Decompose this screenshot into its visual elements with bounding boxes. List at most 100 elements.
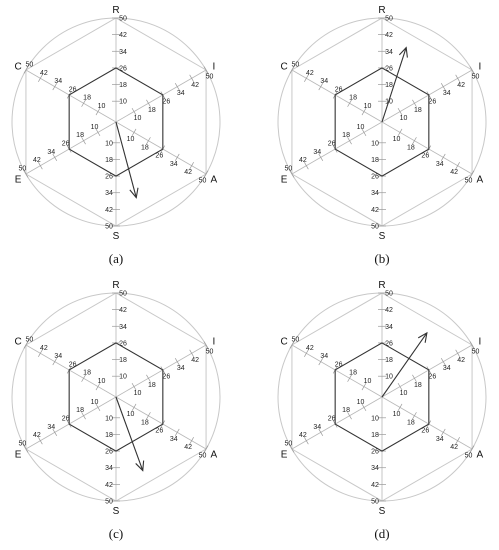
axis-tick-mark: [455, 74, 460, 82]
tick-label: 18: [141, 419, 149, 426]
tick-label: 26: [385, 340, 393, 347]
tick-label: 26: [335, 361, 343, 368]
tick-label: 26: [155, 428, 163, 435]
tick-label: 18: [141, 144, 149, 151]
axis-tick-mark: [203, 170, 209, 178]
tick-label: 42: [33, 157, 41, 164]
axis-line-A: [381, 396, 473, 450]
axis-tick-mark: [347, 137, 352, 145]
axis-tick-mark: [52, 358, 58, 366]
profile-polygon: [334, 342, 430, 452]
panel-caption: (d): [374, 526, 389, 541]
axis-name-R: R: [112, 280, 119, 291]
tick-label: 18: [83, 370, 91, 377]
axis-tick-mark: [318, 428, 324, 436]
tick-label: 10: [127, 136, 135, 143]
tick-label: 34: [371, 465, 379, 472]
tick-label: 50: [105, 224, 113, 231]
tick-label: 18: [342, 407, 350, 414]
axis-tick-mark: [189, 74, 194, 82]
axis-tick-mark: [318, 153, 324, 161]
tick-label: 10: [119, 374, 127, 381]
vector-arrowhead: [398, 46, 408, 58]
tick-label: 50: [472, 74, 480, 81]
axis-tick-mark: [455, 437, 460, 445]
tick-label: 18: [119, 357, 127, 364]
tick-label: 10: [357, 399, 365, 406]
axis-tick-mark: [23, 66, 29, 74]
panel-caption: (a): [109, 251, 123, 266]
tick-label: 26: [162, 99, 170, 106]
axis-tick-mark: [440, 153, 446, 161]
axis-tick-mark: [203, 341, 209, 349]
axis-tick-mark: [174, 153, 180, 161]
tick-label: 42: [450, 444, 458, 451]
tick-label: 10: [91, 124, 99, 131]
axis-tick-mark: [412, 137, 417, 145]
tick-label: 18: [407, 144, 415, 151]
tick-label: 26: [69, 361, 77, 368]
axis-tick-mark: [469, 341, 475, 349]
tick-label: 42: [450, 169, 458, 176]
tick-label: 10: [134, 390, 142, 397]
tick-label: 42: [306, 345, 314, 352]
tick-label: 34: [320, 78, 328, 85]
tick-label: 26: [421, 153, 429, 160]
tick-label: 42: [385, 307, 393, 314]
tick-label: 50: [371, 499, 379, 506]
tick-label: 18: [148, 382, 156, 389]
axis-tick-mark: [38, 162, 43, 170]
tick-label: 34: [105, 190, 113, 197]
tick-label: 50: [371, 224, 379, 231]
tick-label: 18: [83, 95, 91, 102]
tick-label: 50: [206, 74, 214, 81]
axis-tick-mark: [289, 445, 295, 453]
tick-label: 10: [119, 99, 127, 106]
axis-line-C: [25, 344, 117, 398]
axis-tick-mark: [95, 128, 101, 137]
axis-tick-mark: [397, 403, 403, 412]
axis-line-I: [381, 69, 473, 123]
tick-label: 42: [33, 432, 41, 439]
tick-label: 18: [349, 95, 357, 102]
axis-tick-mark: [131, 382, 137, 391]
tick-label: 42: [191, 357, 199, 364]
axis-name-I: I: [212, 337, 215, 348]
axis-name-E: E: [15, 450, 22, 461]
tick-label: 10: [371, 415, 379, 422]
tick-label: 18: [76, 132, 84, 139]
tick-label: 18: [414, 382, 422, 389]
axis-line-A: [115, 396, 207, 450]
tick-label: 10: [134, 115, 142, 122]
axis-name-S: S: [379, 506, 386, 517]
vector-arrowhead: [129, 187, 139, 199]
axis-line-I: [381, 344, 473, 398]
axis-name-E: E: [281, 175, 288, 186]
tick-label: 34: [47, 424, 55, 431]
tick-label: 18: [105, 157, 113, 164]
tick-label: 26: [428, 374, 436, 381]
tick-label: 34: [170, 436, 178, 443]
tick-label: 18: [148, 107, 156, 114]
axis-tick-mark: [304, 74, 309, 82]
profile-polygon: [334, 67, 430, 177]
axis-tick-mark: [289, 341, 295, 349]
tick-label: 26: [119, 65, 127, 72]
axis-tick-mark: [361, 382, 367, 391]
vector-line: [115, 396, 144, 471]
tick-label: 34: [443, 90, 451, 97]
axis-name-C: C: [281, 337, 288, 348]
tick-label: 10: [98, 378, 106, 385]
axis-tick-mark: [23, 445, 29, 453]
tick-label: 34: [177, 90, 185, 97]
tick-label: 34: [443, 365, 451, 372]
axis-tick-mark: [455, 349, 460, 357]
tick-label: 42: [385, 32, 393, 39]
tick-label: 34: [371, 190, 379, 197]
tick-label: 34: [436, 161, 444, 168]
tick-label: 10: [400, 115, 408, 122]
axis-name-A: A: [477, 175, 484, 186]
axis-name-A: A: [211, 450, 218, 461]
axis-tick-mark: [361, 128, 367, 137]
tick-label: 10: [357, 124, 365, 131]
